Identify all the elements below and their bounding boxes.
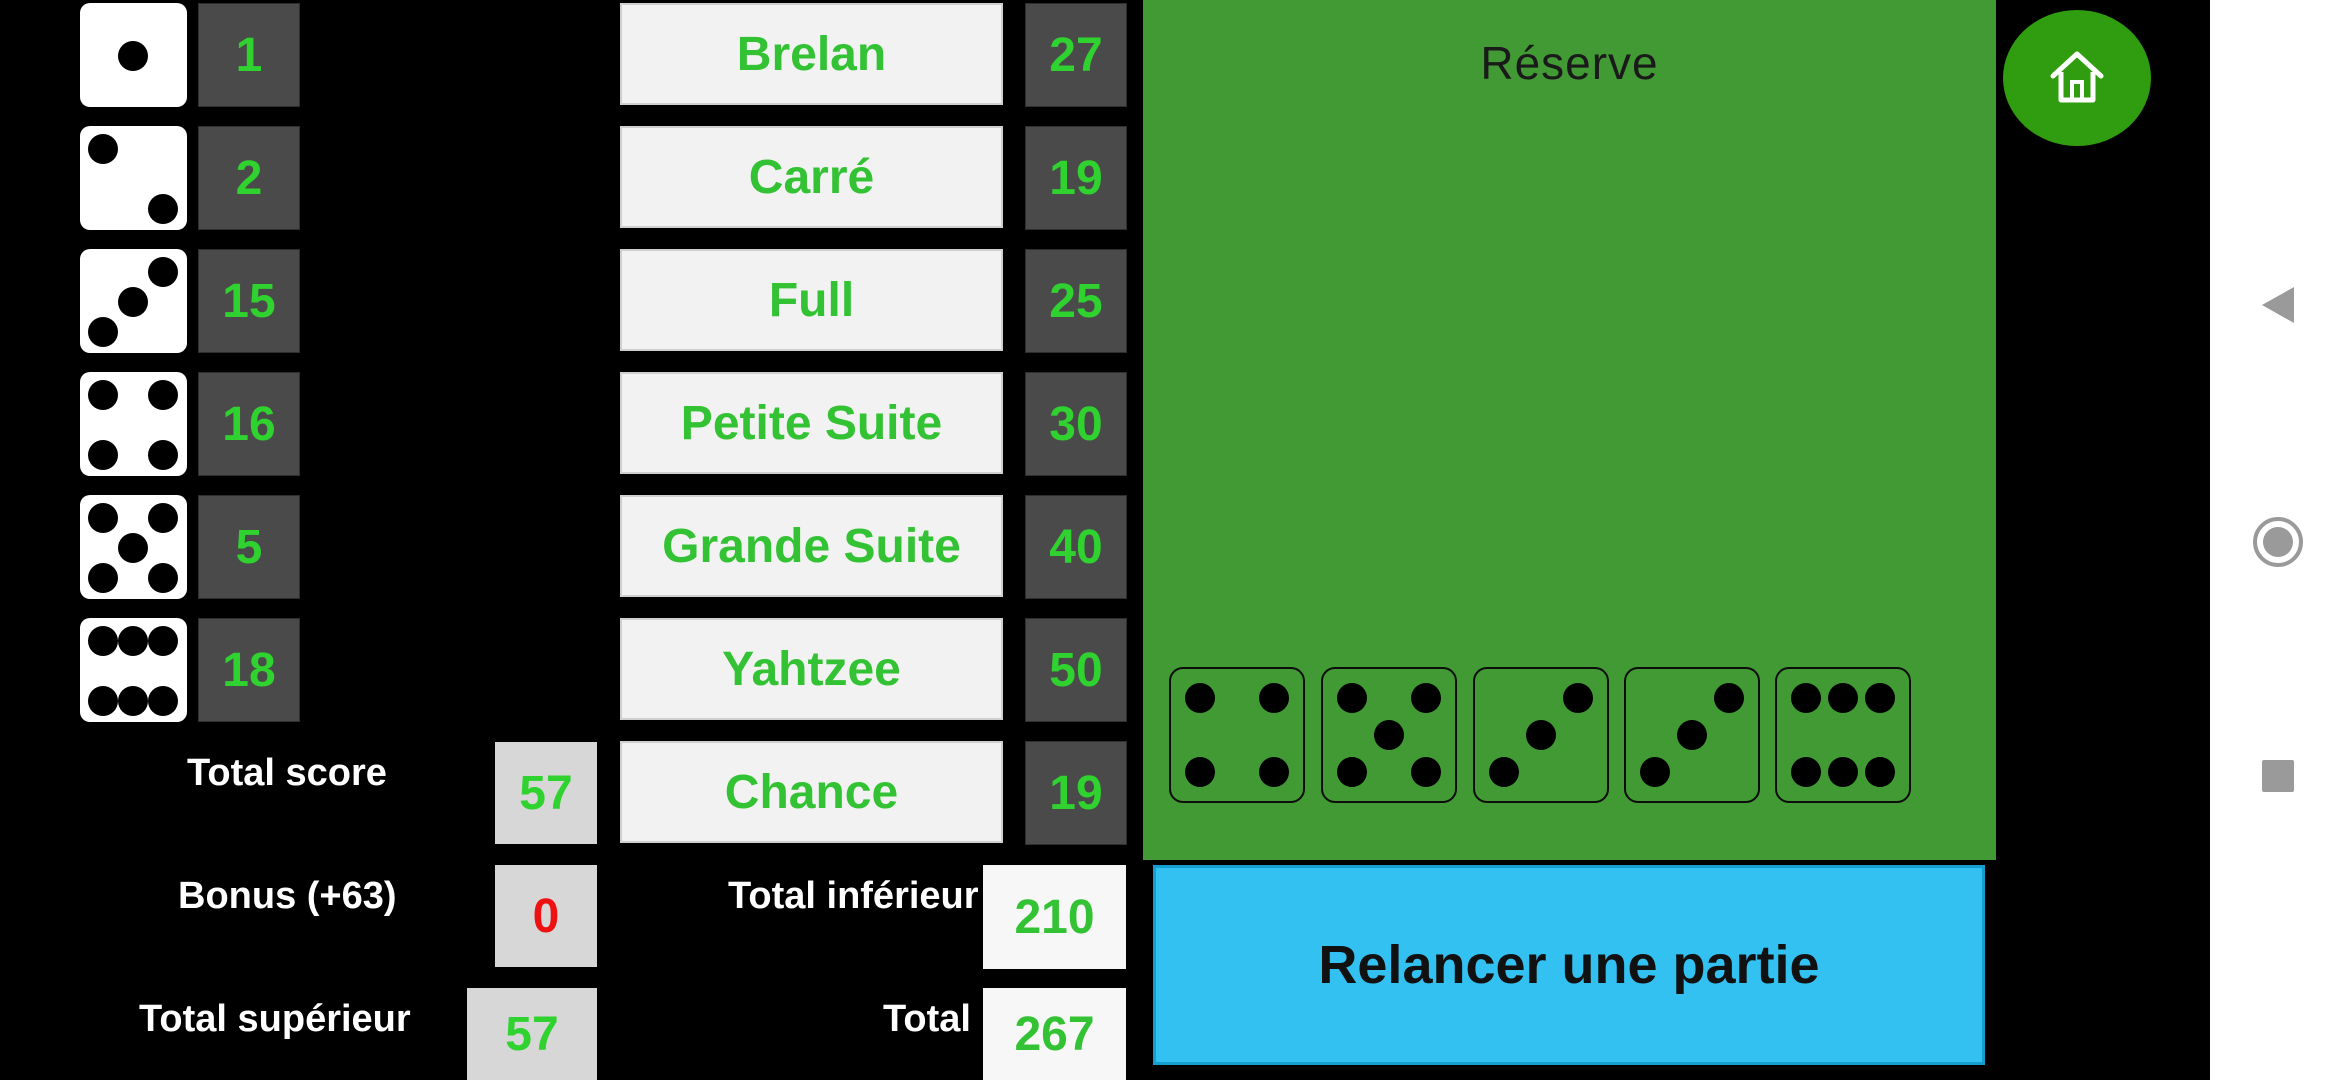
lower-score-box: 19 (1025, 741, 1127, 845)
upper-score-box[interactable]: 16 (198, 372, 300, 476)
upper-score-box[interactable]: 1 (198, 3, 300, 107)
category-button[interactable]: Chance (620, 741, 1003, 843)
upper-score-box[interactable]: 15 (198, 249, 300, 353)
die-three-icon (80, 249, 187, 353)
die-pip (88, 562, 119, 593)
die-pip (88, 685, 119, 716)
die-one-icon (80, 3, 187, 107)
back-triangle-icon (2258, 287, 2298, 331)
bonus-value: 0 (495, 865, 597, 967)
die-pip (1828, 683, 1858, 714)
die-pip (88, 626, 119, 657)
die-pip (118, 685, 148, 716)
die-pip (1526, 720, 1556, 750)
die-pip (1713, 683, 1744, 714)
reserve-area: Réserve (1143, 0, 1996, 860)
home-button[interactable] (2003, 10, 2151, 146)
category-button[interactable]: Carré (620, 126, 1003, 228)
die-pip (147, 503, 178, 534)
lower-score-box: 19 (1025, 126, 1127, 230)
die-pip (1337, 756, 1368, 787)
die-pip (147, 439, 178, 470)
die-pip (118, 287, 148, 317)
die-pip (1828, 756, 1858, 787)
lower-score-box: 40 (1025, 495, 1127, 599)
die-pip (118, 41, 148, 71)
lower-score-box: 25 (1025, 249, 1127, 353)
category-button[interactable]: Brelan (620, 3, 1003, 105)
total-superieur-label: Total supérieur (139, 998, 411, 1040)
category-button[interactable]: Grande Suite (620, 495, 1003, 597)
nav-home-button[interactable] (2252, 516, 2304, 573)
die-pip (147, 562, 178, 593)
die-pip (118, 626, 148, 657)
die-pip (147, 626, 178, 657)
nav-recents-button[interactable] (2260, 758, 2296, 799)
die-pip (1410, 756, 1441, 787)
die-five-icon (80, 495, 187, 599)
reserve-die[interactable] (1473, 667, 1609, 803)
reserve-die[interactable] (1321, 667, 1457, 803)
die-pip (1864, 756, 1895, 787)
die-pip (88, 134, 119, 165)
die-pip (1791, 756, 1822, 787)
die-pip (88, 316, 119, 347)
home-circle-icon (2252, 517, 2304, 572)
die-pip (88, 439, 119, 470)
die-pip (1489, 756, 1520, 787)
die-pip (147, 380, 178, 411)
die-pip (147, 257, 178, 288)
nav-back-button[interactable] (2258, 283, 2298, 332)
reserve-die[interactable] (1169, 667, 1305, 803)
die-pip (1640, 756, 1671, 787)
upper-score-box[interactable]: 18 (198, 618, 300, 722)
die-pip (147, 685, 178, 716)
die-pip (1185, 756, 1216, 787)
total-label: Total (883, 998, 971, 1040)
total-score-label: Total score (187, 752, 387, 794)
total-superieur-value: 57 (467, 988, 597, 1080)
lower-score-box: 50 (1025, 618, 1127, 722)
die-pip (1258, 756, 1289, 787)
lower-score-box: 30 (1025, 372, 1127, 476)
die-pip (1185, 683, 1216, 714)
die-six-icon (80, 618, 187, 722)
die-pip (1258, 683, 1289, 714)
relaunch-game-button[interactable]: Relancer une partie (1153, 865, 1985, 1065)
upper-score-box[interactable]: 2 (198, 126, 300, 230)
die-pip (118, 533, 148, 563)
total-inferieur-value: 210 (983, 865, 1126, 969)
category-button[interactable]: Yahtzee (620, 618, 1003, 720)
bonus-label: Bonus (+63) (178, 875, 397, 917)
recents-square-icon (2260, 760, 2296, 798)
category-button[interactable]: Full (620, 249, 1003, 351)
die-pip (88, 380, 119, 411)
die-pip (88, 503, 119, 534)
die-pip (1864, 683, 1895, 714)
die-pip (1791, 683, 1822, 714)
die-pip (147, 193, 178, 224)
reserve-die[interactable] (1775, 667, 1911, 803)
die-pip (1410, 683, 1441, 714)
total-inferieur-label: Total inférieur (728, 875, 979, 917)
die-pip (1337, 683, 1368, 714)
system-nav-bar (2210, 0, 2340, 1080)
die-pip (1677, 720, 1707, 750)
reserve-title: Réserve (1480, 37, 1659, 89)
die-pip (1562, 683, 1593, 714)
category-button[interactable]: Petite Suite (620, 372, 1003, 474)
total-score-value: 57 (495, 742, 597, 844)
lower-score-box: 27 (1025, 3, 1127, 107)
die-four-icon (80, 372, 187, 476)
reserve-die[interactable] (1624, 667, 1760, 803)
die-pip (1374, 720, 1404, 750)
die-two-icon (80, 126, 187, 230)
upper-score-box[interactable]: 5 (198, 495, 300, 599)
total-value: 267 (983, 988, 1126, 1080)
home-icon (2045, 44, 2109, 113)
